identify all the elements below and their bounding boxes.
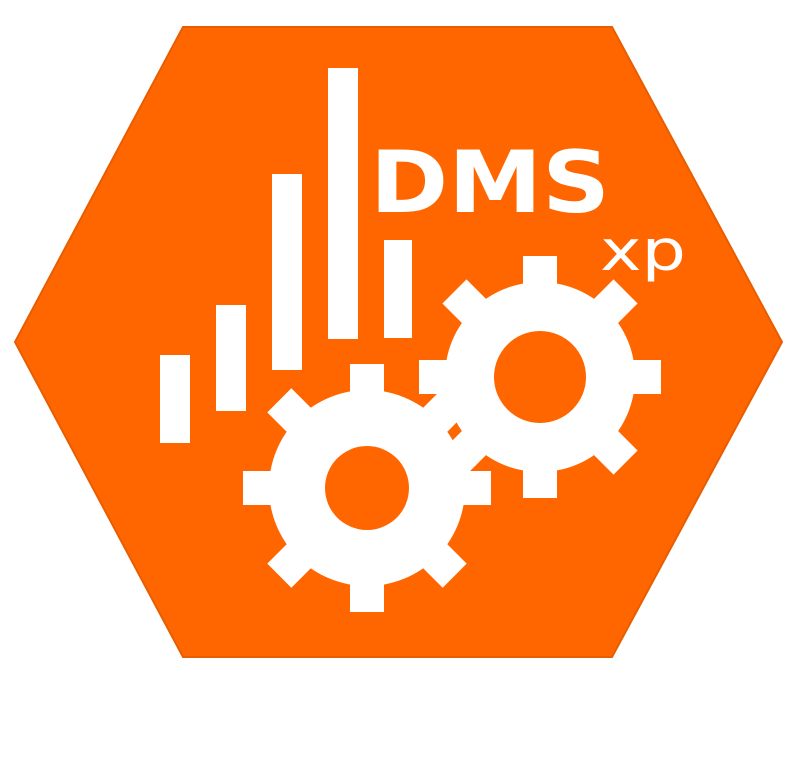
chart-bar [328, 68, 358, 339]
gear-icon [243, 364, 491, 612]
hexagon-badge-icon [13, 26, 784, 658]
gear-hole [494, 331, 586, 423]
logo-wordmark: DMS [370, 133, 610, 233]
chart-bar [272, 174, 302, 370]
chart-bar [216, 305, 246, 411]
chart-bar [160, 355, 190, 443]
gear-icon [419, 256, 661, 498]
gear-hole [325, 446, 409, 530]
bar-chart-icon [160, 68, 412, 443]
logo-suffix: xp [600, 219, 686, 284]
chart-bar [384, 240, 412, 338]
